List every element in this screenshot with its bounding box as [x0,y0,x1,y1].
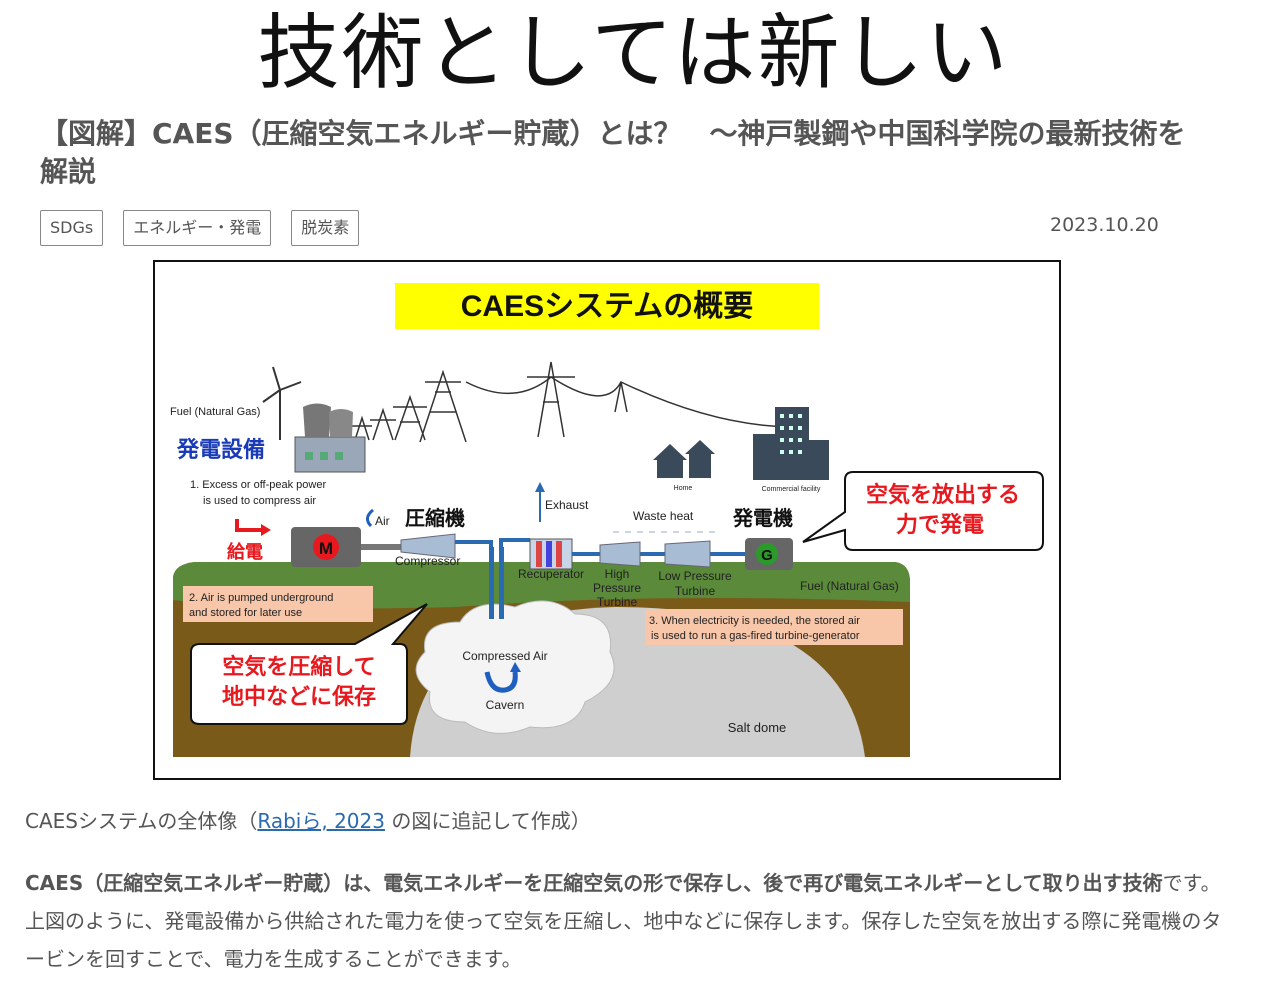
building-windows [780,414,802,454]
tag-list: SDGs エネルギー・発電 脱炭素 [40,210,360,246]
fuel-top-label: Fuel (Natural Gas) [170,406,260,418]
article-body: CAES（圧縮空気エネルギー貯蔵）は、電気エネルギーを圧縮空気の形で保存し、後で… [25,864,1225,978]
hp-turbine-icon [599,541,641,567]
supply-label: 給電 [227,541,263,562]
lp-turbine-label-1: Low Pressure [658,569,732,583]
air-pipe [455,540,493,552]
body-text: です。上図のように、発電設備から供給された電力を使って空気を圧縮し、地中などに保… [25,871,1222,971]
home-label: Home [674,485,693,492]
generator-jp-label: 発電機 [732,506,793,530]
compress-callout [190,603,428,725]
power-facility-label: 発電設備 [176,437,265,462]
banner-bg [395,283,819,329]
wind-turbine-icon [262,366,302,440]
caes-diagram: Compressed Air Cavern Salt dome CAESシステム… [153,260,1061,780]
generator-icon [756,543,778,565]
hp-turbine-label-1: High [605,567,630,581]
fuel-right-label: Fuel (Natural Gas) [800,579,899,593]
compressor-icon [400,533,456,559]
slide-title: 技術としては新しい [257,6,1010,101]
compressor-shaft [361,544,401,550]
svg-text:M: M [319,539,333,558]
release-callout [802,471,1044,551]
turbine-pipe [499,538,530,552]
tag-sdgs[interactable]: SDGs [40,210,104,246]
hp-turbine-label-3: Turbine [597,595,638,609]
hp-turbine-label-2: Pressure [593,581,641,595]
cavern-label: Cavern [486,698,525,712]
release-callout-line2: 力で発電 [896,512,984,537]
compress-callout-line2: 地中などに保存 [222,684,376,709]
step2-line2: and stored for later use [189,607,302,619]
power-plant-icon [294,403,366,473]
pipe-down-right [499,547,504,619]
svg-text:G: G [761,547,773,564]
recuperator-icon [529,538,573,570]
caption-suffix: の図に追記して作成） [384,809,591,833]
transmission-towers [352,361,796,443]
compressor-jp-label: 圧縮機 [405,506,465,530]
motor-icon [313,534,339,560]
step2-box [183,586,373,622]
caption-prefix: CAESシステムの全体像（ [25,809,258,833]
compressed-air-label: Compressed Air [462,649,547,663]
step3-line1: 3. When electricity is needed, the store… [649,615,860,627]
pipe-down-left [489,547,494,619]
step1-line2: is used to compress air [203,495,316,507]
air-label: Air [375,514,390,528]
figure-caption: CAESシステムの全体像（Rabiら, 2023 の図に追記して作成） [25,805,591,834]
step3-box [645,609,903,645]
compress-callout-line1: 空気を圧縮して [222,654,375,679]
recuperator-label: Recuperator [518,567,584,581]
tag-energy[interactable]: エネルギー・発電 [123,210,272,246]
exhaust-label: Exhaust [545,498,589,512]
source-link[interactable]: Rabiら, 2023 [257,809,385,833]
step1-line1: 1. Excess or off-peak power [190,479,326,491]
step3-line2: is used to run a gas-fired turbine-gener… [651,630,860,642]
banner-title: CAESシステムの概要 [461,290,753,323]
home-icon [653,440,715,478]
release-callout-line1: 空気を放出する [866,482,1020,507]
body-bold-text: CAES（圧縮空気エネルギー貯蔵）は、電気エネルギーを圧縮空気の形で保存し、後で… [25,871,1163,895]
commercial-facility-icon [753,407,829,480]
lp-turbine-icon [664,540,711,568]
air-intake-icon [366,508,374,528]
lp-turbine-label-2: Turbine [675,584,716,598]
supply-arrow-icon [235,519,263,532]
article-title: 【図解】CAES（圧縮空気エネルギー貯蔵）とは？ ～神戸製鋼や中国科学院の最新技… [40,117,1186,188]
commercial-label: Commercial facility [762,486,821,493]
compressor-en-label: Compressor [395,554,460,568]
waste-heat-label: Waste heat [633,509,694,523]
tag-decarbonization[interactable]: 脱炭素 [291,210,360,246]
salt-dome-label: Salt dome [728,720,787,735]
step2-line1: 2. Air is pumped underground [189,592,333,604]
circulation-arrow-icon [484,671,518,693]
publish-date: 2023.10.20 [1050,214,1159,236]
